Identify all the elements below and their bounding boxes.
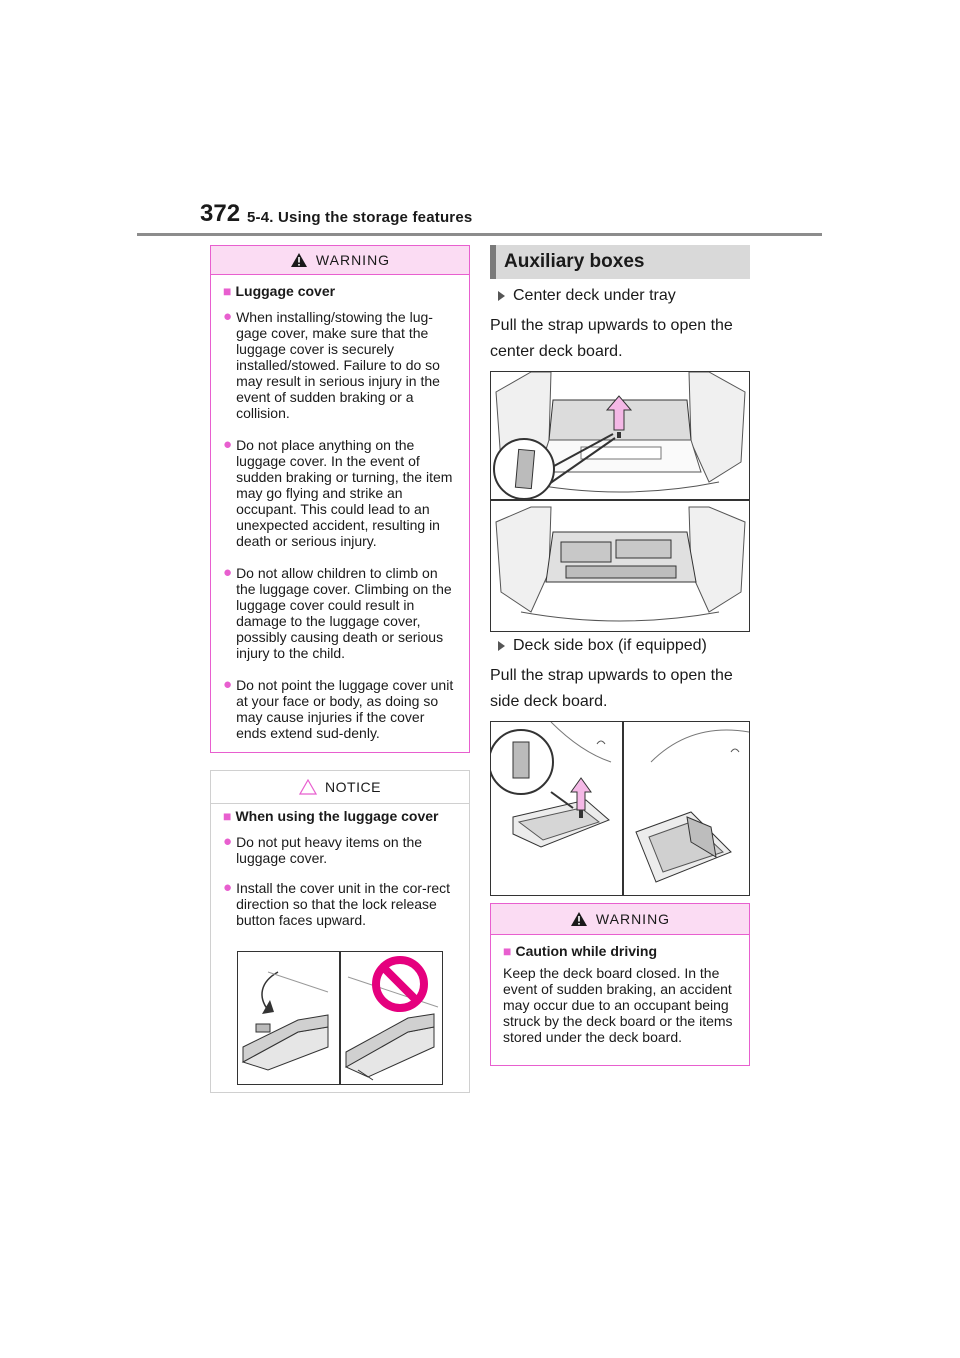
bullet-deck-side-box: Deck side box (if equipped) [498, 637, 707, 655]
warning-box-caution-driving: WARNING ■ Caution while driving Keep the… [490, 903, 750, 1066]
header-rule [137, 233, 822, 236]
bullet-dot-icon: ● [223, 564, 233, 581]
warning-item: ● Do not place anything on the luggage c… [223, 436, 453, 550]
page-number: 372 [200, 200, 241, 227]
square-bullet-icon: ■ [223, 808, 232, 824]
square-bullet-icon: ■ [223, 283, 232, 299]
triangle-bullet-icon [498, 291, 505, 301]
section-title: 5-4. Using the storage features [247, 209, 473, 226]
center-deck-instruction: Pull the strap upwards to open the cente… [490, 317, 733, 360]
notice-subtitle: ■ When using the luggage cover [223, 808, 439, 824]
caution-triangle-icon [299, 779, 318, 795]
square-bullet-icon: ■ [503, 943, 512, 959]
triangle-bullet-icon [498, 641, 505, 651]
bullet-dot-icon: ● [223, 308, 233, 325]
notice-header: NOTICE [211, 771, 469, 804]
notice-item: ● Do not put heavy items on the luggage … [223, 833, 423, 867]
luggage-cover-drawing [241, 952, 439, 1084]
bullet-dot-icon: ● [223, 436, 233, 453]
bullet-dot-icon: ● [223, 833, 233, 850]
warning-box-luggage-cover: WARNING ■ Luggage cover ● When installin… [210, 245, 470, 753]
warning-triangle-icon [570, 912, 587, 926]
warning-subtitle: ■ Luggage cover [223, 283, 336, 299]
warning-item: ● Do not allow children to climb on the … [223, 564, 452, 662]
side-deck-drawing [488, 721, 750, 895]
warning-item: ● When installing/stowing the lug-gage c… [223, 308, 440, 422]
side-deck-illustration [488, 721, 750, 896]
auxiliary-boxes-heading: Auxiliary boxes [490, 245, 750, 279]
side-deck-instruction: Pull the strap upwards to open the side … [490, 667, 733, 710]
center-deck-drawing [491, 371, 749, 622]
notice-item: ● Install the cover unit in the cor-rect… [223, 879, 451, 929]
notice-title: NOTICE [325, 779, 381, 795]
warning-subtitle: ■ Caution while driving [503, 943, 658, 959]
warning-triangle-icon [290, 253, 307, 267]
warning-header: WARNING [491, 904, 749, 935]
warning-item: ● Do not point the luggage cover unit at… [223, 676, 454, 742]
warning-header: WARNING [211, 246, 469, 275]
center-deck-illustration [490, 371, 750, 632]
bullet-center-deck: Center deck under tray [498, 287, 676, 305]
bullet-dot-icon: ● [223, 676, 233, 693]
warning-title: WARNING [315, 252, 391, 268]
warning-text: Keep the deck board closed. In the event… [503, 965, 733, 1045]
warning-title: WARNING [595, 911, 671, 927]
bullet-dot-icon: ● [223, 879, 233, 896]
luggage-cover-illustration [237, 951, 443, 1085]
notice-box: NOTICE ■ When using the luggage cover ● … [210, 770, 470, 1093]
